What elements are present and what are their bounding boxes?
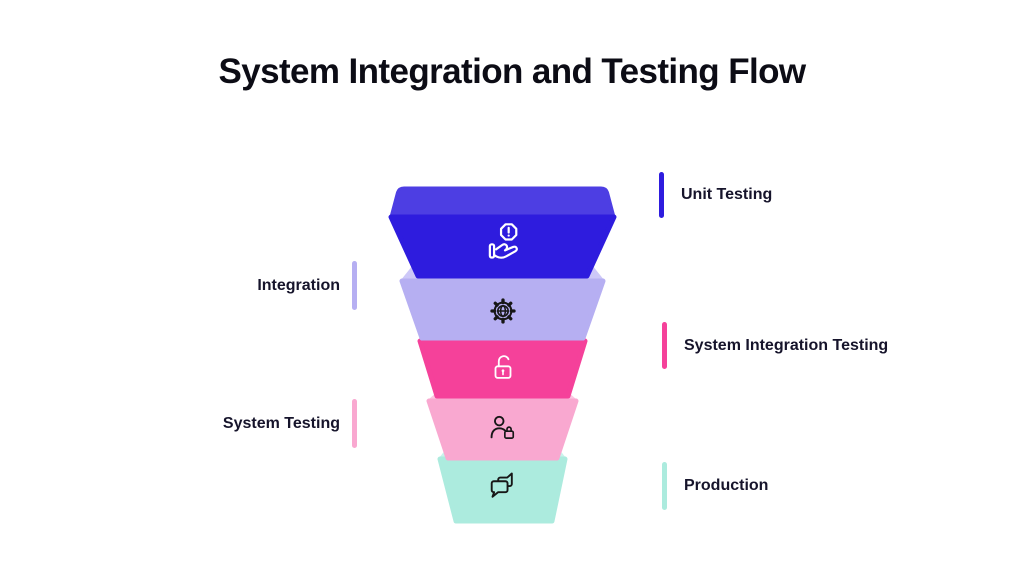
chat-bubbles-icon xyxy=(483,470,521,508)
callout-production: Production xyxy=(662,462,768,510)
alert-hand-icon xyxy=(483,220,527,264)
callout-system-testing: System Testing xyxy=(223,399,357,448)
callout-accent-bar xyxy=(659,172,664,218)
user-lock-icon xyxy=(483,409,521,447)
callout-accent-bar xyxy=(352,399,357,448)
funnel-layer-1-lid xyxy=(389,186,616,219)
callout-label-integration: Integration xyxy=(257,276,340,294)
funnel-layer-2-body xyxy=(399,278,606,341)
callout-accent-bar xyxy=(662,462,667,510)
gear-globe-icon xyxy=(483,291,523,331)
callout-label-system-integration-testing: System Integration Testing xyxy=(684,336,889,354)
funnel-layer-3-body xyxy=(417,338,588,399)
callout-integration: Integration xyxy=(257,261,357,310)
callout-system-integration-testing: System Integration Testing xyxy=(662,322,888,369)
callout-label-production: Production xyxy=(684,477,769,494)
callout-label-unit-testing: Unit Testing xyxy=(681,186,773,203)
callout-accent-bar xyxy=(352,261,357,310)
open-lock-icon xyxy=(485,351,521,387)
callout-unit-testing: Unit Testing xyxy=(659,172,772,218)
funnel-layer-1-body xyxy=(388,214,617,279)
callout-accent-bar xyxy=(662,322,667,369)
page-title: System Integration and Testing Flow xyxy=(218,52,806,91)
callout-label-system-testing: System Testing xyxy=(222,414,340,432)
